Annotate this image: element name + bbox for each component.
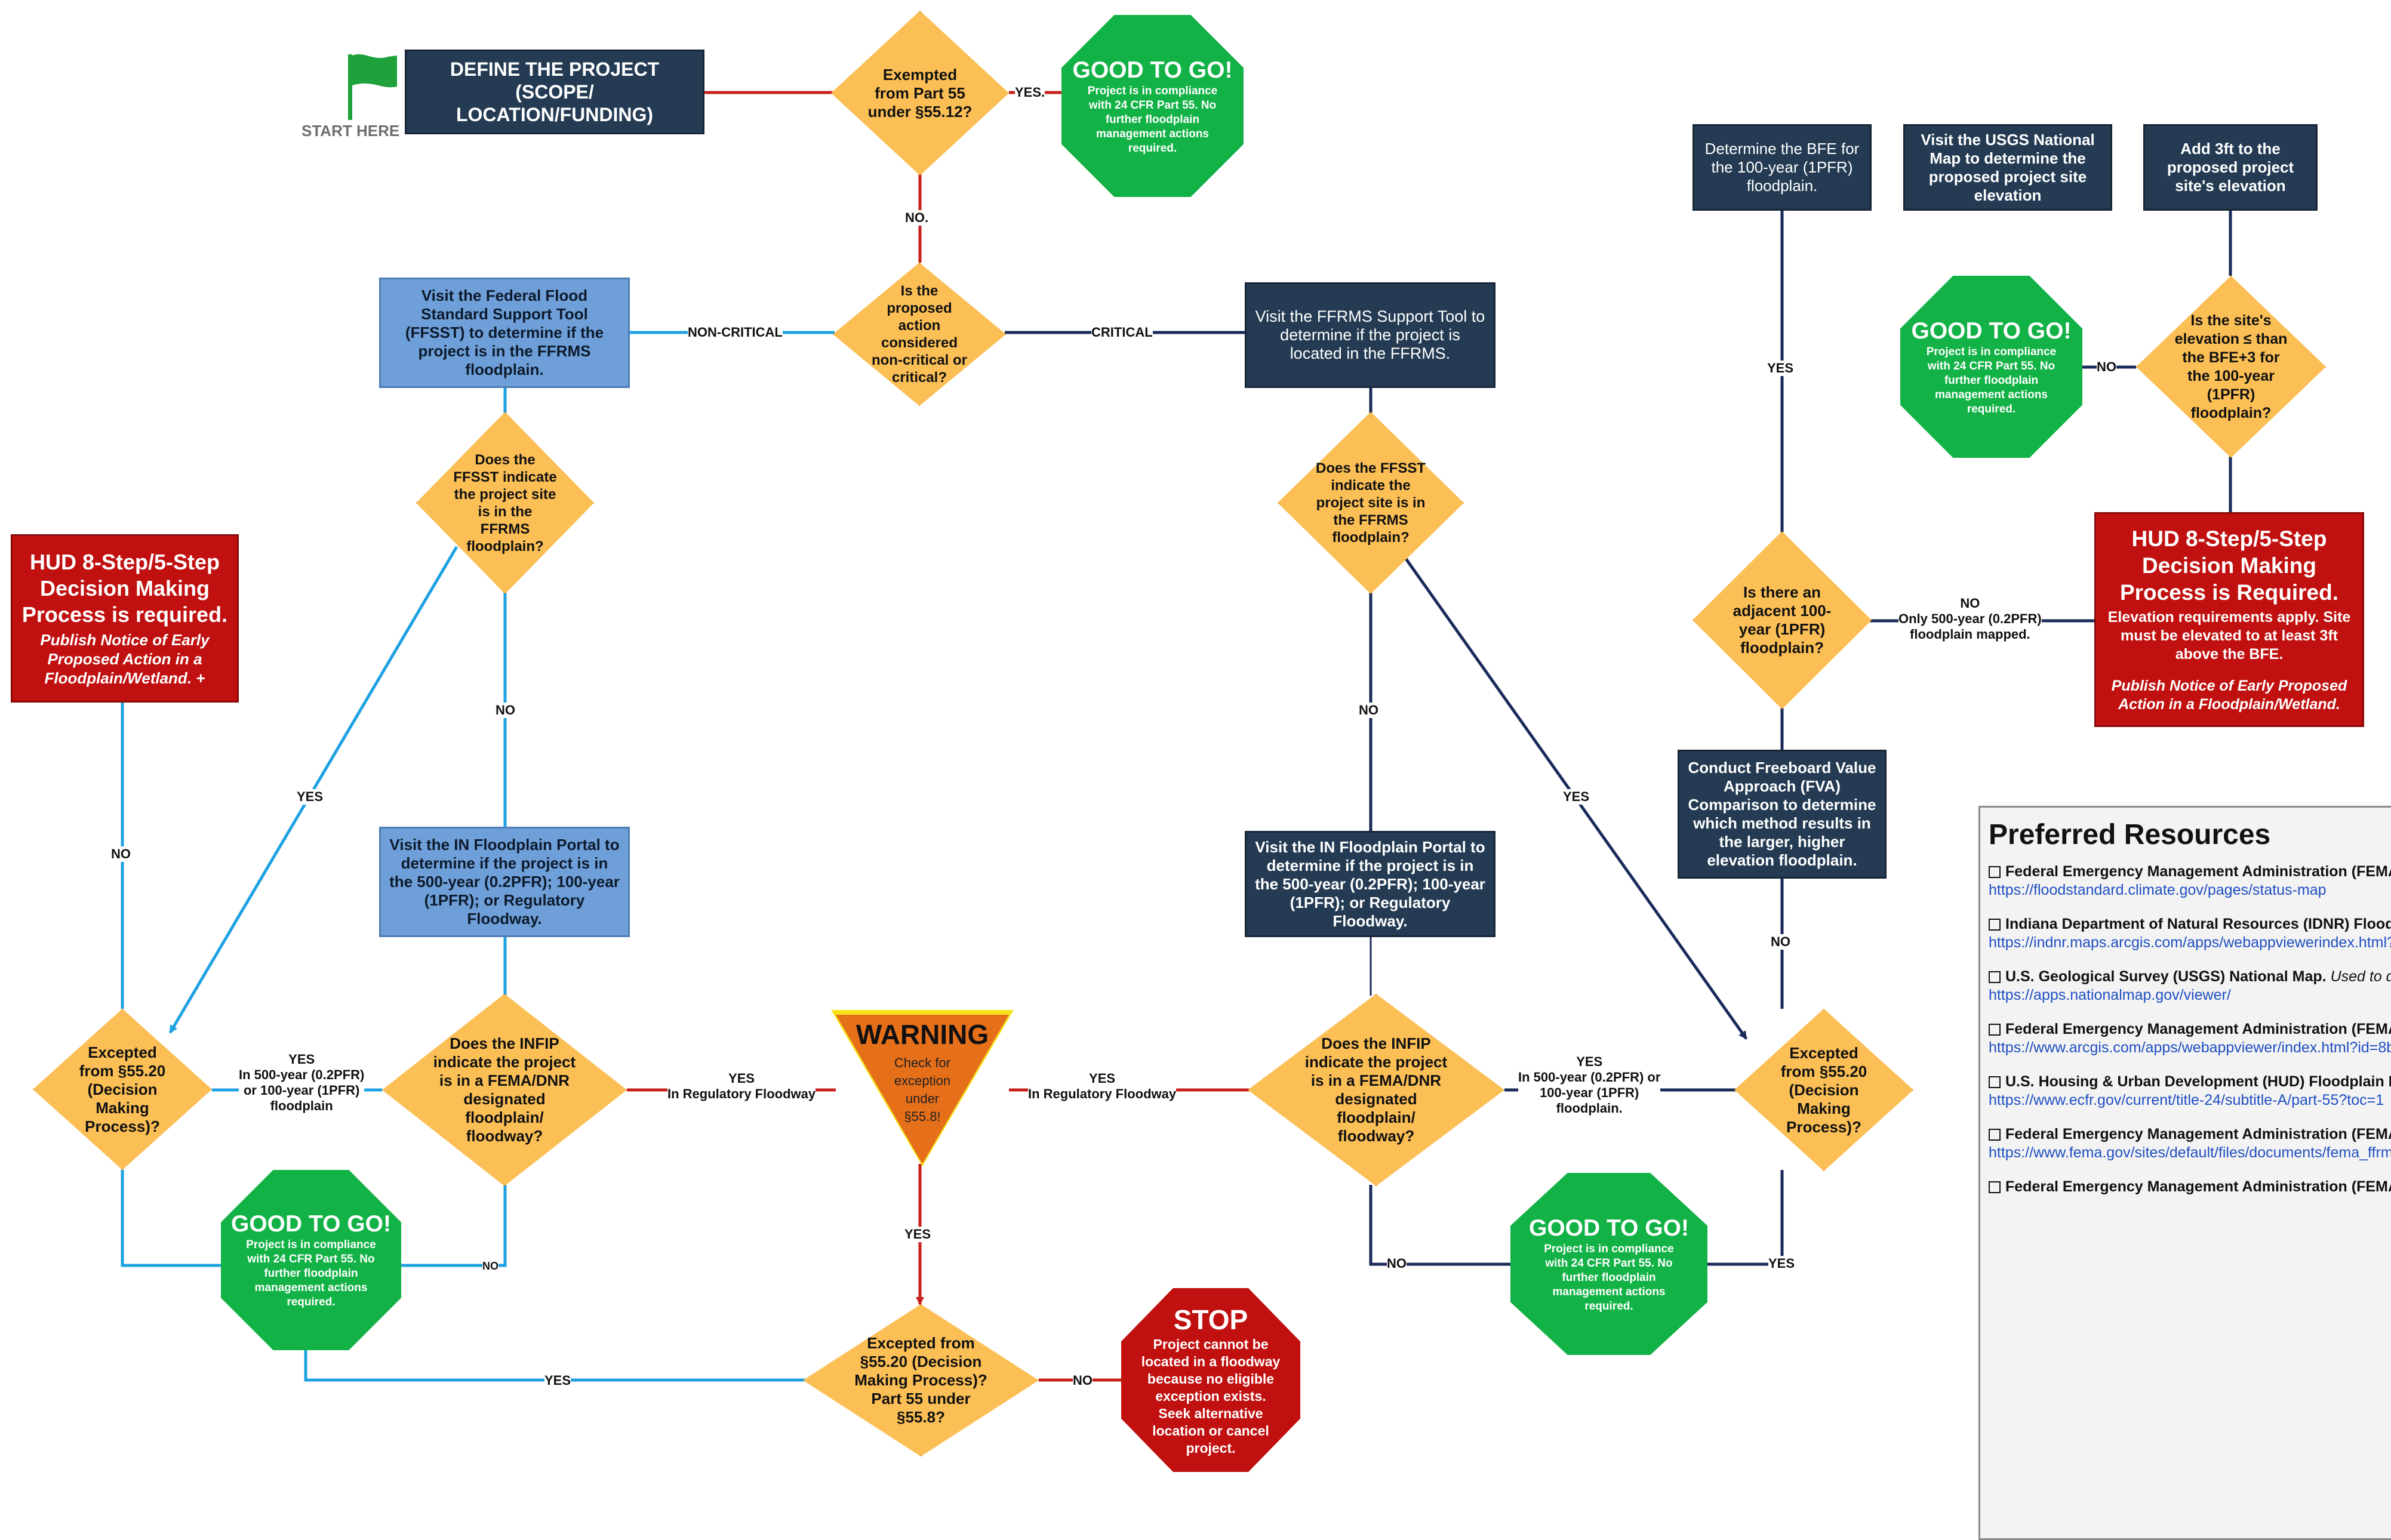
no-label-infip-left: NO (482, 1258, 498, 1274)
critical-decision[interactable]: Is the proposed action considered non-cr… (833, 263, 1006, 406)
infip-box-left[interactable]: Visit the IN Floodplain Portal to determ… (379, 827, 630, 937)
excepted-decision-bottom[interactable]: Excepted from §55.20 (Decision Making Pr… (803, 1304, 1039, 1456)
bfe-box[interactable]: Determine the BFE for the 100-year (1PFR… (1693, 124, 1872, 211)
resource-desc: Used to determine the site elevation for… (2330, 968, 2391, 985)
resource-item: U.S. Housing & Urban Development (HUD) F… (1989, 1073, 2391, 1110)
line-exceptedR-down (1707, 1170, 1784, 1266)
ffsst-box[interactable]: Visit the Federal Flood Standard Support… (379, 278, 630, 388)
stop-sign: STOP Project cannot be located in a floo… (1121, 1288, 1300, 1472)
no-label-fva: NO (1771, 934, 1790, 950)
yes-label-ffsst-right: YES (1563, 789, 1590, 805)
line-exceptedL-down (121, 1170, 227, 1267)
resource-title: U.S. Housing & Urban Development (HUD) F… (2005, 1073, 2391, 1090)
resource-title: Federal Emergency Management Administrat… (2005, 1126, 2391, 1142)
fva-box[interactable]: Conduct Freeboard Value Approach (FVA) C… (1678, 750, 1887, 879)
no-label-infip-right: NO (1387, 1256, 1407, 1271)
no-only-500-label: NO Only 500-year (0.2PFR) floodplain map… (1898, 596, 2042, 642)
resource-title: Federal Emergency Management Administrat… (2005, 863, 2391, 880)
hud-left-note: Publish Notice of Early Proposed Action … (40, 631, 210, 687)
critical-label: CRITICAL (1091, 325, 1153, 340)
yes-label-bfe: YES (1767, 361, 1794, 376)
start-flag-icon (348, 54, 397, 120)
plus-icon[interactable]: + (196, 669, 205, 687)
checkbox-icon[interactable] (1989, 1181, 2001, 1194)
no-label-exempted: NO. (905, 210, 929, 226)
yes-floodplain-label-left: YES In 500-year (0.2PFR) or 100-year (1P… (239, 1052, 365, 1114)
resource-title: Indiana Department of Natural Resources … (2005, 916, 2391, 932)
resource-item: Federal Emergency Management Administrat… (1989, 1125, 2391, 1162)
infip-decision-left[interactable]: Does the INFIP indicate the project is i… (382, 994, 627, 1186)
yes-regulatory-label-left: YES In Regulatory Floodway (667, 1071, 816, 1102)
checkbox-icon[interactable] (1989, 971, 2001, 984)
resources-list: Federal Emergency Management Administrat… (1989, 863, 2391, 1196)
resource-item: Federal Emergency Management Administrat… (1989, 1020, 2391, 1057)
checkbox-icon[interactable] (1989, 1024, 2001, 1036)
preferred-resources-panel: Preferred Resources Federal Emergency Ma… (1978, 806, 2391, 1540)
resource-link[interactable]: https://www.ecfr.gov/current/title-24/su… (1989, 1092, 2384, 1108)
line-excepted-bottom-good (304, 1346, 806, 1382)
resource-link[interactable]: https://www.arcgis.com/apps/webappviewer… (1989, 1039, 2391, 1056)
add3ft-box[interactable]: Add 3ft to the proposed project site's e… (2143, 124, 2318, 211)
start-here-label: START HERE (301, 122, 400, 140)
yes-regulatory-label-right: YES In Regulatory Floodway (1028, 1071, 1177, 1102)
yes-floodplain-label-right: YES In 500-year (0.2PFR) or 100-year (1P… (1518, 1054, 1661, 1116)
ffsst-decision-left[interactable]: Does the FFSST indicate the project site… (416, 412, 594, 594)
no-label-elevation: NO (2097, 359, 2116, 375)
elevation-decision[interactable]: Is the site's elevation ≤ than the BFE+3… (2136, 276, 2326, 458)
no-label-ffsst-right: NO (1359, 703, 1378, 718)
resource-item: U.S. Geological Survey (USGS) National M… (1989, 968, 2391, 1005)
checkbox-icon[interactable] (1989, 919, 2001, 931)
exempted-decision[interactable]: Exempted from Part 55 under §55.12? (831, 11, 1009, 175)
infip-decision-right[interactable]: Does the INFIP indicate the project is i… (1248, 994, 1504, 1186)
excepted-decision-right[interactable]: Excepted from §55.20 (Decision Making Pr… (1734, 1009, 1913, 1171)
good-to-go-left: GOOD TO GO! Project is in compliance wit… (221, 1170, 401, 1350)
define-project-box[interactable]: DEFINE THE PROJECT (SCOPE/ LOCATION/FUND… (405, 50, 704, 134)
warning-triangle: WARNING Check for exception under §55.8! (831, 1010, 1014, 1166)
no-label-hud-left: NO (111, 846, 131, 862)
ffsst-decision-right[interactable]: Does the FFSST indicate the project site… (1278, 412, 1464, 594)
usgs-box[interactable]: Visit the USGS National Map to determine… (1903, 124, 2112, 211)
line-infipL-down (397, 1185, 507, 1267)
yes-label-excepted-right: YES (1768, 1256, 1795, 1271)
resource-link[interactable]: https://floodstandard.climate.gov/pages/… (1989, 882, 2327, 898)
resource-link[interactable]: https://indnr.maps.arcgis.com/apps/webap… (1989, 934, 2391, 951)
no-label-ffsst: NO (496, 703, 515, 718)
no-label-bottom: NO (1073, 1373, 1093, 1388)
good-to-go-far-right: GOOD TO GO! Project is in compliance wit… (1900, 276, 2082, 458)
good-to-go-right: GOOD TO GO! Project is in compliance wit… (1510, 1173, 1707, 1355)
hud-required-right: HUD 8-Step/5-Step Decision Making Proces… (2094, 512, 2364, 727)
resource-title: Federal Emergency Management Administrat… (2005, 1021, 2391, 1037)
adjacent-decision[interactable]: Is there an adjacent 100-year (1PFR) flo… (1693, 531, 1872, 709)
yes-label-warning: YES (904, 1227, 931, 1242)
non-critical-label: NON-CRITICAL (688, 325, 783, 340)
checkbox-icon[interactable] (1989, 866, 2001, 879)
yes-label-ffsst: YES (297, 789, 324, 805)
yes-label-exempted: YES. (1015, 85, 1045, 100)
hud-required-left: HUD 8-Step/5-Step Decision Making Proces… (11, 534, 239, 703)
resource-link[interactable]: https://www.fema.gov/sites/default/files… (1989, 1144, 2391, 1161)
ffrms-tool-box[interactable]: Visit the FFRMS Support Tool to determin… (1245, 282, 1495, 388)
resource-link[interactable]: https://apps.nationalmap.gov/viewer/ (1989, 987, 2231, 1003)
resource-item: Federal Emergency Management Administrat… (1989, 863, 2391, 900)
line-infipR-down (1369, 1185, 1510, 1266)
resource-item: Indiana Department of Natural Resources … (1989, 915, 2391, 952)
good-to-go-top: GOOD TO GO! Project is in compliance wit… (1061, 15, 1244, 197)
yes-label-bottom: YES (544, 1373, 571, 1388)
excepted-decision-left[interactable]: Excepted from §55.20 (Decision Making Pr… (33, 1009, 212, 1170)
resources-title: Preferred Resources (1989, 819, 2271, 851)
resource-title: Federal Emergency Management Administrat… (2005, 1178, 2391, 1195)
checkbox-icon[interactable] (1989, 1076, 2001, 1089)
checkbox-icon[interactable] (1989, 1129, 2001, 1141)
infip-box-right[interactable]: Visit the IN Floodplain Portal to determ… (1245, 831, 1495, 937)
resource-title: U.S. Geological Survey (USGS) National M… (2005, 968, 2331, 985)
resource-item: Federal Emergency Management Administrat… (1989, 1178, 2391, 1196)
